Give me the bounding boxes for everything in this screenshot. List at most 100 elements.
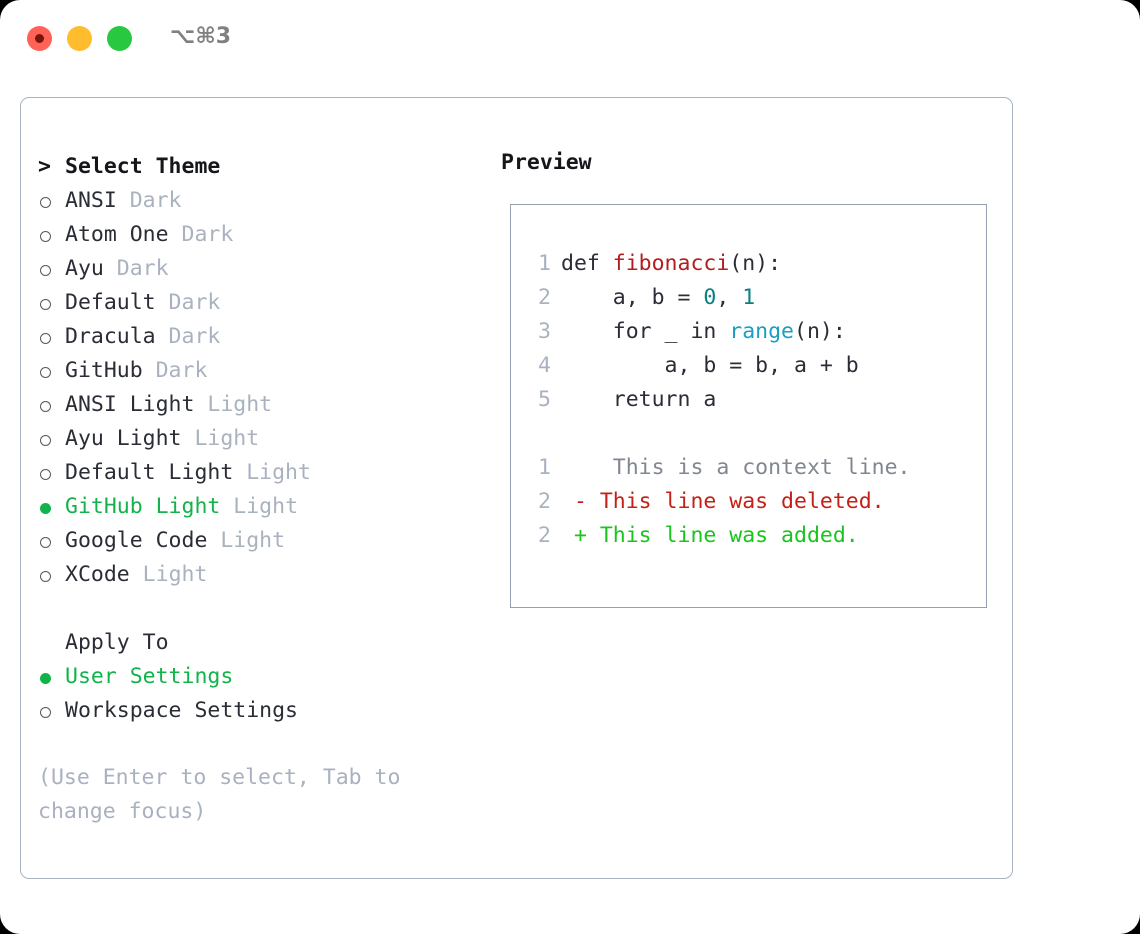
apply-to-option[interactable]: Workspace Settings — [38, 694, 488, 728]
code-line-number: 4 — [538, 353, 551, 378]
theme-item-category: Dark — [103, 256, 169, 281]
theme-item-text: ANSI Dark — [65, 184, 182, 218]
theme-item-name: GitHub Light — [65, 494, 221, 519]
theme-list-item[interactable]: Atom One Dark — [38, 218, 488, 252]
theme-item-text: GitHub Light Light — [65, 490, 298, 524]
diff-line-number: 1 — [538, 455, 551, 480]
code-token: 0 — [703, 285, 717, 310]
theme-list-item[interactable]: GitHub Dark — [38, 354, 488, 388]
diff-line-number: 2 — [538, 523, 551, 548]
apply-to-option[interactable]: User Settings — [38, 660, 488, 694]
theme-list-item[interactable]: GitHub Light Light — [38, 490, 488, 524]
theme-item-text: Dracula Dark — [65, 320, 220, 354]
theme-list-item[interactable]: Dracula Dark — [38, 320, 488, 354]
diff-line: 1 This is a context line. — [529, 451, 911, 485]
theme-item-name: ANSI — [65, 188, 117, 213]
code-token: 1 — [742, 285, 756, 310]
close-dot[interactable] — [27, 26, 52, 51]
theme-item-name: ANSI Light — [65, 392, 195, 417]
radio-unselected-icon[interactable] — [40, 231, 51, 242]
code-line-number: 2 — [538, 285, 551, 310]
title-bar: ⌥⌘3 — [0, 0, 1140, 78]
apply-to-label: Apply To — [65, 630, 169, 655]
diff-line-text: This line was deleted. — [586, 489, 885, 514]
theme-item-category: Light — [129, 562, 208, 587]
theme-picker-header: > Select Theme — [38, 150, 488, 184]
theme-item-text: Atom One Dark — [65, 218, 233, 252]
theme-item-text: Default Dark — [65, 286, 220, 320]
code-token: (n): — [729, 251, 782, 276]
theme-item-category: Light — [233, 460, 311, 485]
theme-item-text: Google Code Light — [65, 524, 285, 558]
maximize-dot[interactable] — [107, 26, 132, 51]
diff-line: 2 - This line was deleted. — [529, 485, 911, 519]
theme-list-item[interactable]: ANSI Dark — [38, 184, 488, 218]
theme-list-item[interactable]: Default Dark — [38, 286, 488, 320]
theme-item-text: GitHub Dark — [65, 354, 207, 388]
theme-list-item[interactable]: Ayu Light Light — [38, 422, 488, 456]
code-line-number: 5 — [538, 387, 551, 412]
apply-to-option-label: Workspace Settings — [65, 698, 298, 723]
radio-selected-icon[interactable] — [40, 503, 51, 514]
theme-item-name: Ayu Light — [65, 426, 182, 451]
help-text-line-1: (Use Enter to select, Tab to — [38, 765, 401, 790]
radio-unselected-icon[interactable] — [40, 435, 51, 446]
radio-unselected-icon[interactable] — [40, 299, 51, 310]
radio-selected-icon[interactable] — [40, 673, 51, 684]
radio-unselected-icon[interactable] — [40, 401, 51, 412]
radio-unselected-icon[interactable] — [40, 197, 51, 208]
theme-list-item[interactable]: XCode Light — [38, 558, 488, 592]
radio-unselected-icon[interactable] — [40, 571, 51, 582]
theme-item-text: Ayu Dark — [65, 252, 169, 286]
theme-item-category: Light — [194, 392, 273, 417]
theme-list-item[interactable]: Google Code Light — [38, 524, 488, 558]
theme-item-text: XCode Light — [65, 558, 207, 592]
theme-item-category: Light — [207, 528, 286, 553]
code-token: range — [729, 319, 795, 344]
code-token: (n): — [794, 319, 846, 344]
help-text: (Use Enter to select, Tab to change focu… — [38, 761, 448, 829]
help-text-line-2: change focus) — [38, 799, 207, 824]
theme-item-text: Default Light Light — [65, 456, 311, 490]
diff-line-number: 2 — [538, 489, 551, 514]
code-line: 2 a, b = 0, 1 — [529, 281, 911, 315]
theme-item-name: Atom One — [65, 222, 169, 247]
theme-list-item[interactable]: Default Light Light — [38, 456, 488, 490]
theme-item-name: Dracula — [65, 324, 156, 349]
radio-unselected-icon[interactable] — [40, 537, 51, 548]
diff-marker — [561, 455, 587, 480]
code-line: 4 a, b = b, a + b — [529, 349, 911, 383]
radio-unselected-icon[interactable] — [40, 265, 51, 276]
radio-unselected-icon[interactable] — [40, 469, 51, 480]
theme-item-name: XCode — [65, 562, 130, 587]
code-blank-line — [529, 417, 911, 451]
theme-list-item[interactable]: Ayu Dark — [38, 252, 488, 286]
code-token: def — [561, 251, 613, 276]
theme-item-category: Light — [220, 494, 299, 519]
diff-line-text: This is a context line. — [586, 455, 911, 480]
theme-item-name: GitHub — [65, 358, 143, 383]
apply-to-option-label: User Settings — [65, 664, 234, 689]
theme-item-name: Default — [65, 290, 156, 315]
code-token: , — [716, 285, 743, 310]
code-line-number: 3 — [538, 319, 551, 344]
theme-item-category: Dark — [116, 188, 182, 213]
radio-unselected-icon[interactable] — [40, 367, 51, 378]
list-spacer — [38, 592, 488, 626]
code-line-number: 1 — [538, 251, 551, 276]
radio-unselected-icon[interactable] — [40, 333, 51, 344]
theme-item-category: Dark — [142, 358, 208, 383]
theme-item-name: Google Code — [65, 528, 208, 553]
prompt-caret-icon: > — [38, 154, 51, 179]
diff-marker: + — [561, 523, 587, 548]
radio-unselected-icon[interactable] — [40, 707, 51, 718]
code-token: for _ in — [561, 319, 730, 344]
minimize-dot[interactable] — [67, 26, 92, 51]
theme-list-item[interactable]: ANSI Light Light — [38, 388, 488, 422]
